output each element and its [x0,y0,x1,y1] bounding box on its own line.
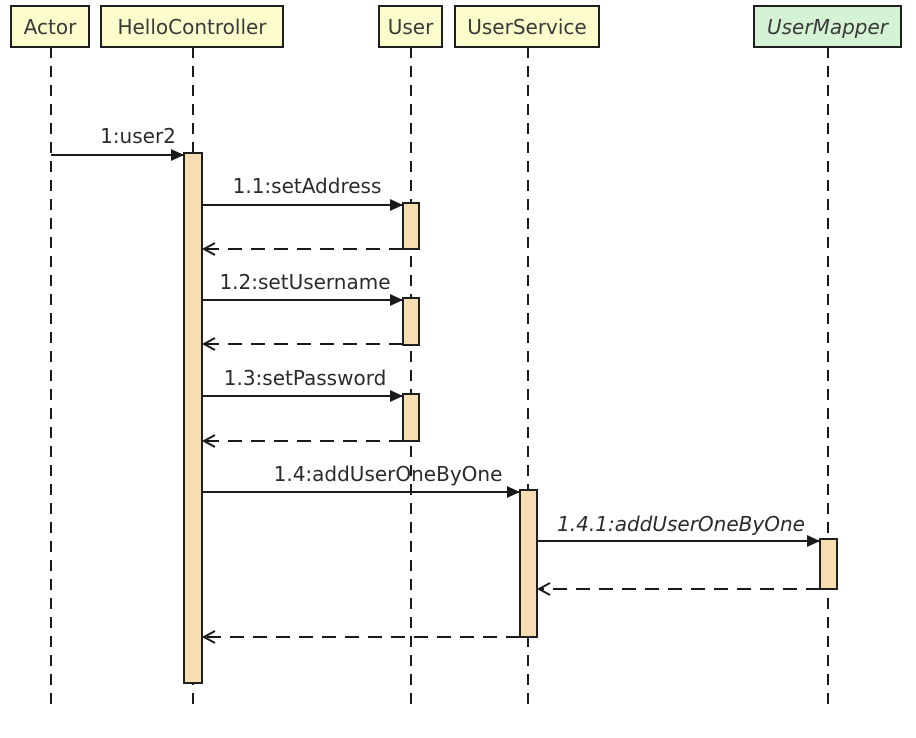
activation-usermapper [819,538,838,590]
participant-actor-label: Actor [23,14,77,39]
message-label-1-4-1-adduseronebyone: 1.4.1:addUserOneByOne [557,512,805,536]
participant-hellocontroller: HelloController [100,5,284,48]
activation-user-1 [402,202,420,250]
message-label-1-3-setpassword: 1.3:setPassword [224,366,387,390]
participant-userservice: UserService [454,5,600,48]
message-label-1-2-setusername: 1.2:setUsername [219,270,390,294]
activation-hellocontroller [183,152,203,684]
message-label-1-1-setaddress: 1.1:setAddress [233,174,382,198]
participant-usermapper: UserMapper [753,5,902,48]
participant-userservice-label: UserService [467,14,587,39]
participant-usermapper-label: UserMapper [766,14,888,39]
activation-userservice [519,489,538,638]
activation-user-2 [402,297,420,346]
message-label-1-4-adduseronebyone: 1.4:addUserOneByOne [274,462,503,486]
message-label-1-user2: 1:user2 [100,124,176,148]
participant-user-label: User [387,14,434,39]
participant-user: User [378,5,443,48]
participant-hellocontroller-label: HelloController [117,14,267,39]
activation-user-3 [402,393,420,442]
participant-actor: Actor [10,5,90,48]
